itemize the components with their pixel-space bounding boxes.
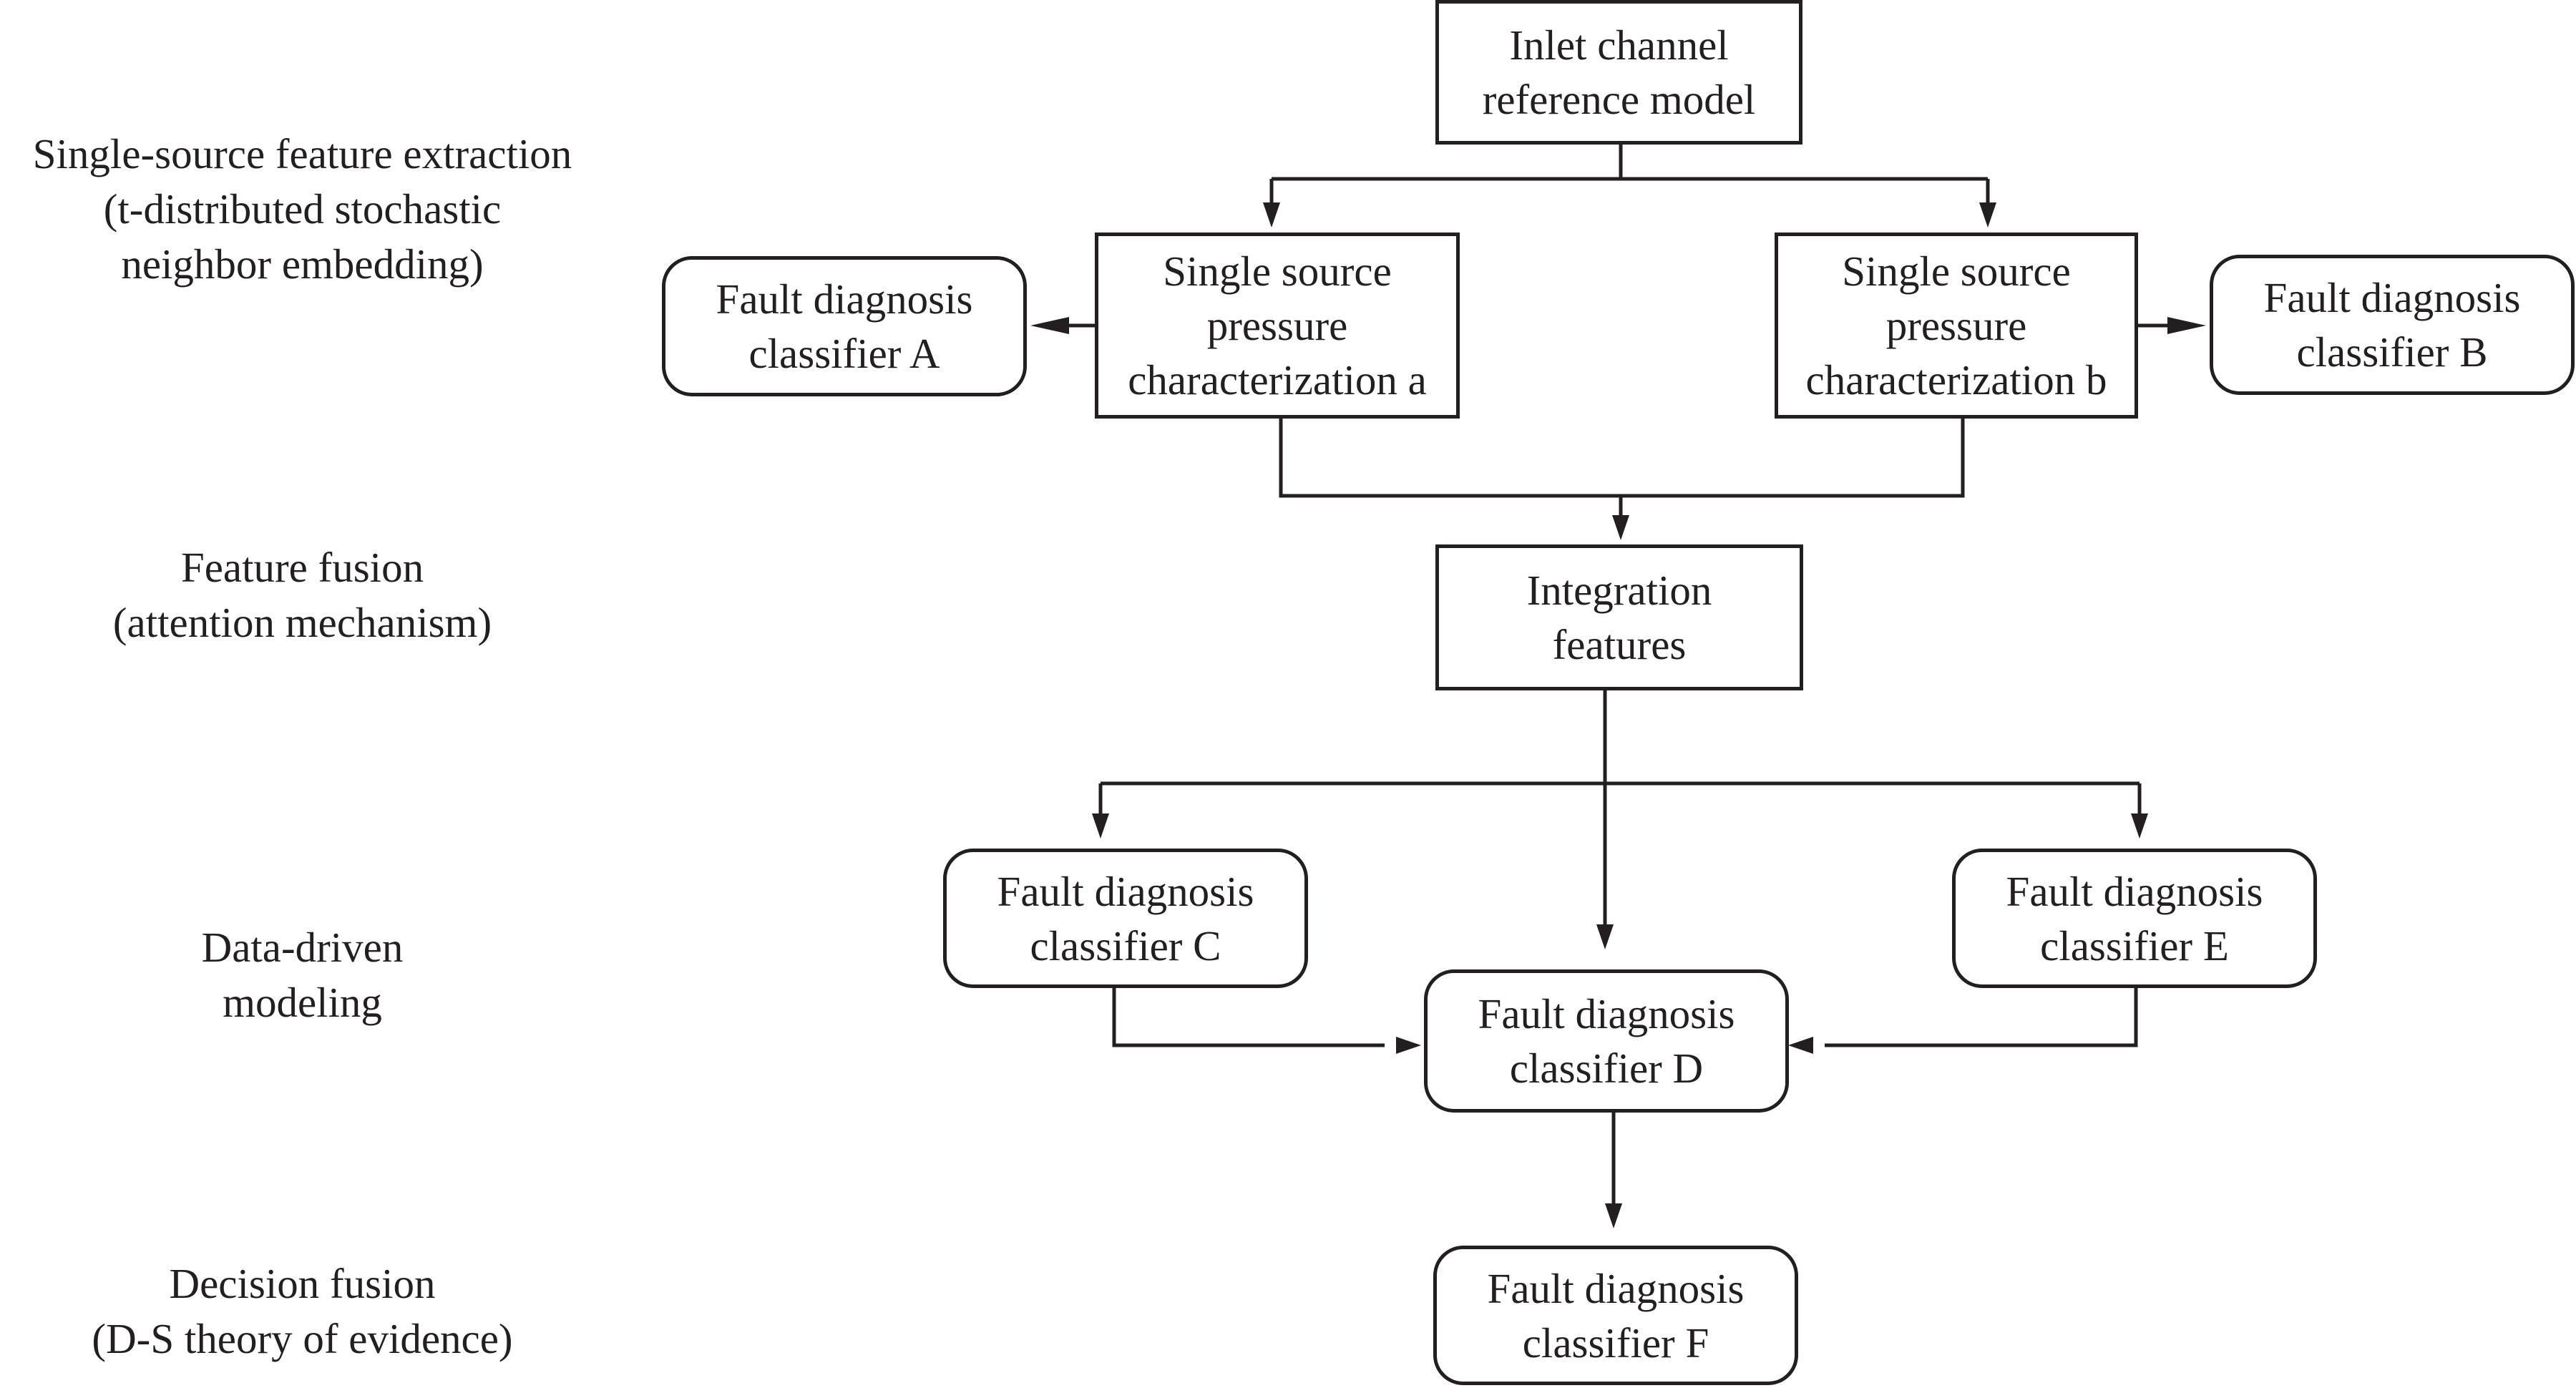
arrowhead-classifier-a <box>1030 317 1069 334</box>
node-line: characterization b <box>1805 356 2107 404</box>
node-line: Single source <box>1163 248 1392 295</box>
node-line: classifier B <box>2296 328 2488 376</box>
stage-line: Single-source feature extraction <box>32 130 572 177</box>
node-line: Fault diagnosis <box>716 275 973 323</box>
node-line: classifier F <box>1522 1319 1709 1367</box>
node-line: Fault diagnosis <box>2263 274 2521 321</box>
arrow-e-to-d <box>1825 988 2138 1047</box>
arrowhead-characterization-b <box>1979 202 1996 228</box>
stage-line: modeling <box>223 979 382 1026</box>
node-line: Inlet channel <box>1509 21 1729 69</box>
node-line: Fault diagnosis <box>997 867 1254 915</box>
stage-line: neighbor embedding) <box>121 240 484 288</box>
node-classifier-f: Fault diagnosis classifier F <box>1433 1246 1798 1385</box>
node-line: Integration <box>1526 567 1712 614</box>
node-line: Fault diagnosis <box>2006 867 2263 915</box>
node-line: Fault diagnosis <box>1487 1264 1745 1312</box>
stage-line: Feature fusion <box>180 544 424 591</box>
stage-label-feature-fusion: Feature fusion (attention mechanism) <box>0 540 605 650</box>
node-inlet-channel-reference-model: Inlet channel reference model <box>1435 0 1802 145</box>
arrowhead-classifier-e <box>2131 813 2148 839</box>
arrow-c-to-d <box>1112 988 1385 1047</box>
arrowhead-c-to-d <box>1396 1037 1421 1054</box>
stage-line: (D-S theory of evidence) <box>92 1315 513 1362</box>
node-line: classifier D <box>1509 1045 1704 1092</box>
stage-label-single-source: Single-source feature extraction (t-dist… <box>0 127 605 292</box>
node-classifier-b: Fault diagnosis classifier B <box>2210 255 2575 395</box>
node-line: classifier A <box>748 330 940 377</box>
node-characterization-a: Single source pressure characterization … <box>1095 233 1460 419</box>
arrowhead-classifier-d-top <box>1596 924 1614 949</box>
stage-label-data-driven: Data-driven modeling <box>0 920 605 1030</box>
node-characterization-b: Single source pressure characterization … <box>1775 233 2138 419</box>
node-line: Single source <box>1842 248 2071 295</box>
node-classifier-a: Fault diagnosis classifier A <box>662 256 1027 396</box>
node-classifier-d: Fault diagnosis classifier D <box>1424 969 1789 1113</box>
connector-characterization-merge <box>1279 419 1965 498</box>
stage-line: (attention mechanism) <box>112 599 492 646</box>
stage-label-decision-fusion: Decision fusion (D-S theory of evidence) <box>0 1256 605 1367</box>
stage-line: Decision fusion <box>169 1260 436 1307</box>
arrowhead-classifier-b <box>2167 317 2206 334</box>
node-line: characterization a <box>1128 356 1427 404</box>
arrowhead-integration-features <box>1612 515 1629 540</box>
node-line: pressure <box>1206 302 1348 349</box>
node-classifier-c: Fault diagnosis classifier C <box>943 849 1308 988</box>
arrowhead-classifier-c <box>1092 813 1109 839</box>
stage-line: Data-driven <box>201 924 404 971</box>
node-classifier-e: Fault diagnosis classifier E <box>1952 849 2317 988</box>
arrowhead-e-to-d <box>1788 1037 1813 1054</box>
node-line: reference model <box>1482 76 1756 123</box>
node-line: classifier C <box>1030 922 1221 969</box>
node-line: pressure <box>1885 302 2027 349</box>
node-integration-features: Integration features <box>1435 544 1803 690</box>
stage-line: (t-distributed stochastic <box>103 185 502 233</box>
node-line: classifier E <box>2040 922 2229 969</box>
node-line: Fault diagnosis <box>1478 990 1735 1037</box>
arrowhead-classifier-f <box>1605 1203 1622 1228</box>
node-line: features <box>1552 621 1687 668</box>
arrowhead-characterization-a <box>1263 202 1280 228</box>
